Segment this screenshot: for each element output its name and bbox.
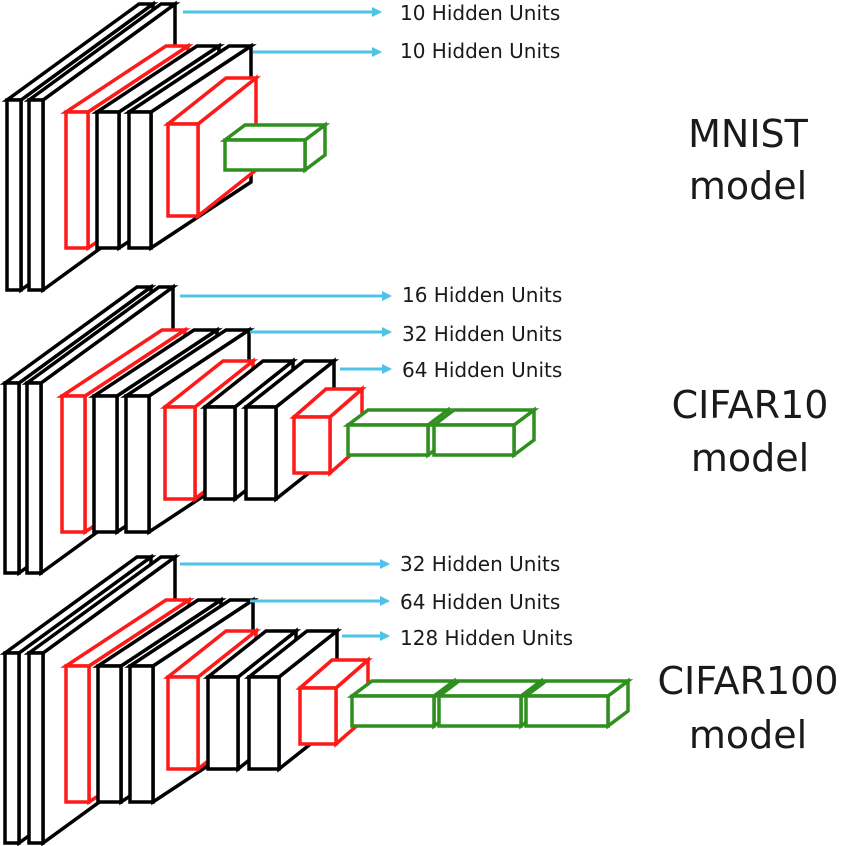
conv-layer-face (244, 405, 278, 501)
model-title: model (691, 436, 809, 480)
hidden-unit-label: 32 Hidden Units (400, 552, 560, 576)
pooling-layer-face (64, 110, 90, 250)
pooling-layer-face (298, 686, 338, 746)
model-title: model (689, 713, 807, 757)
pooling-layer-face (64, 664, 91, 804)
conv-layer-face (247, 675, 281, 771)
cifar10-model: 16 Hidden Units 32 Hidden Units 64 Hidde… (0, 283, 829, 577)
conv-layer-face (92, 394, 119, 534)
conv-layer-face (27, 651, 45, 845)
dense-layer-face (432, 423, 516, 457)
hidden-unit-label: 128 Hidden Units (400, 626, 573, 650)
cifar100-model: 32 Hidden Units 64 Hidden Units 128 Hidd… (0, 552, 839, 846)
dense-layer (346, 677, 460, 730)
model-title: CIFAR10 (672, 383, 829, 427)
conv-layer-face (5, 98, 23, 292)
conv-layer-face (127, 110, 153, 250)
pooling-layer-face (166, 122, 200, 218)
pooling-layer-face (292, 415, 332, 475)
dense-layer-face (342, 408, 454, 427)
cifar10-network (0, 283, 540, 577)
dense-layer-face (428, 408, 540, 427)
cifar100-network (0, 553, 634, 846)
conv-layer-face (3, 651, 21, 845)
dense-layer-face (524, 694, 610, 728)
conv-layer-face (206, 675, 240, 771)
hidden-unit-label: 32 Hidden Units (402, 322, 562, 346)
mnist-network (1, 0, 331, 294)
pooling-layer-face (166, 675, 200, 771)
dense-layer-face (437, 694, 523, 728)
conv-layer-face (203, 405, 237, 501)
hidden-unit-label: 10 Hidden Units (400, 39, 560, 63)
cifar10-hidden-units: 16 Hidden Units 32 Hidden Units 64 Hidde… (180, 283, 562, 382)
mnist-model: 10 Hidden Units 10 Hidden Units MNIST mo… (1, 0, 809, 294)
dense-layer (520, 677, 634, 730)
conv-layer-face (27, 98, 45, 292)
pooling-layer-face (60, 394, 87, 534)
dense-layer-face (219, 123, 331, 142)
dense-layer-face (520, 679, 634, 698)
dense-layer (219, 121, 331, 174)
dense-layer-face (223, 138, 307, 172)
hidden-unit-label: 64 Hidden Units (402, 358, 562, 382)
conv-layer-face (95, 110, 121, 250)
hidden-unit-label: 10 Hidden Units (400, 1, 560, 25)
conv-layer-face (128, 664, 155, 804)
mnist-hidden-units: 10 Hidden Units 10 Hidden Units (183, 1, 560, 63)
dense-layer (428, 406, 540, 459)
conv-layer-face (124, 394, 151, 534)
model-title: CIFAR100 (657, 659, 838, 703)
hidden-unit-label: 16 Hidden Units (402, 283, 562, 307)
conv-layer-face (96, 664, 123, 804)
cifar100-hidden-units: 32 Hidden Units 64 Hidden Units 128 Hidd… (180, 552, 573, 650)
dense-layer-face (346, 423, 430, 457)
conv-layer-face (3, 381, 21, 575)
conv-layer-face (25, 381, 43, 575)
model-title: model (689, 164, 807, 208)
dense-layer-face (433, 679, 547, 698)
model-title: MNIST (688, 112, 809, 156)
pooling-layer-face (163, 405, 197, 501)
hidden-unit-label: 64 Hidden Units (400, 590, 560, 614)
dense-layer-face (346, 679, 460, 698)
dense-layer-face (350, 694, 436, 728)
